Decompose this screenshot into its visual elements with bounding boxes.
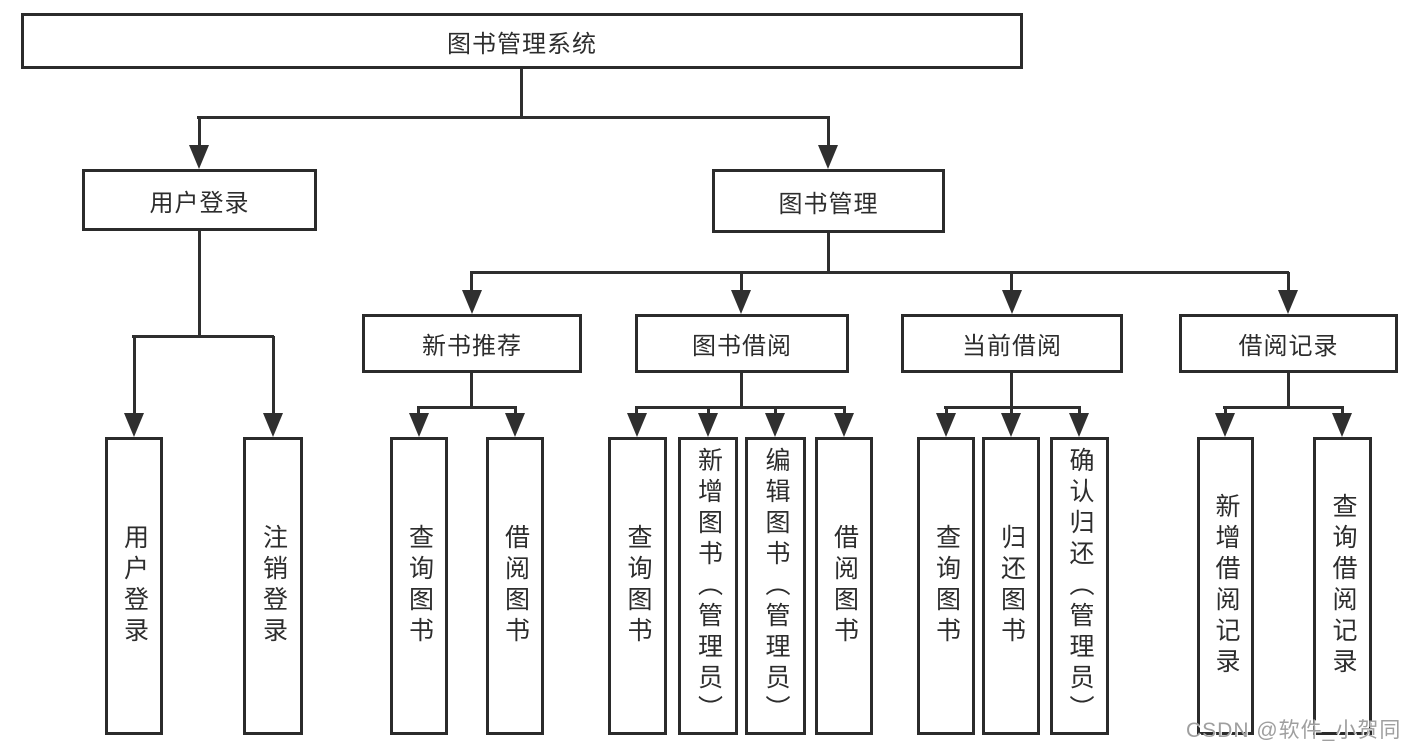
arrowhead-current-query: [936, 413, 956, 437]
leaf-edit-books-admin: 编辑图书（管理员）: [745, 437, 806, 735]
node-book-management: 图书管理: [712, 169, 945, 233]
leaf-add-borrow-record: 新增借阅记录: [1197, 437, 1254, 735]
connector-drop-recommend-query: [417, 407, 420, 417]
leaf-query-borrow-record: 查询借阅记录: [1313, 437, 1372, 735]
connector-drop-borrowing-add: [707, 407, 710, 417]
leaf-borrow-query-books-label: 查询图书: [624, 524, 652, 648]
connector-drop-user-login: [198, 117, 201, 149]
connector-current-stem: [1010, 373, 1013, 407]
arrowhead-book-management: [818, 145, 838, 169]
connector-borrowing-stem: [740, 373, 743, 407]
arrowhead-borrowing-add: [698, 413, 718, 437]
leaf-current-query-books-label: 查询图书: [932, 524, 961, 648]
node-book-management-label: 图书管理: [778, 190, 879, 218]
connector-records-stem: [1287, 373, 1290, 407]
connector-drop-borrowing-borrow: [843, 407, 846, 417]
arrowhead-user-login: [189, 145, 209, 169]
connector-root-stem: [520, 69, 523, 117]
arrowhead-leaf-logout: [263, 413, 283, 437]
connector-borrowing-rail: [635, 406, 846, 409]
leaf-logout: 注销登录: [243, 437, 303, 735]
connector-drop-recommend-borrow: [514, 407, 517, 417]
leaf-borrow-books-label: 借阅图书: [830, 524, 859, 648]
arrowhead-leaf-user-login: [124, 413, 144, 437]
leaf-add-books-admin: 新增图书（管理员）: [678, 437, 738, 735]
arrowhead-recommend-query: [409, 413, 429, 437]
node-new-book-recommend-label: 新书推荐: [422, 333, 522, 360]
connector-drop-records-query: [1341, 407, 1344, 417]
node-new-book-recommend: 新书推荐: [362, 314, 582, 373]
arrowhead-new-book-recommend: [462, 290, 482, 314]
arrowhead-records-query: [1332, 413, 1352, 437]
connector-book-management-stem: [827, 233, 830, 272]
leaf-recommend-query-books: 查询图书: [390, 437, 448, 735]
connector-drop-current-borrowing: [1010, 272, 1013, 294]
connector-drop-current-return: [1010, 407, 1013, 417]
leaf-current-query-books: 查询图书: [917, 437, 975, 735]
arrowhead-borrowing-edit: [765, 413, 785, 437]
leaf-add-books-admin-label: 新增图书（管理员）: [694, 446, 723, 726]
node-borrowing-records-label: 借阅记录: [1238, 333, 1339, 360]
connector-drop-book-management: [827, 117, 830, 149]
node-book-borrowing-label: 图书借阅: [692, 333, 792, 360]
arrowhead-records-add: [1215, 413, 1235, 437]
connector-book-management-rail: [470, 271, 1289, 274]
connector-root-rail: [197, 116, 830, 119]
node-user-login-label: 用户登录: [149, 189, 250, 217]
leaf-confirm-return-admin: 确认归还（管理员）: [1050, 437, 1109, 735]
leaf-recommend-borrow-books: 借阅图书: [486, 437, 544, 735]
connector-drop-leaf-user-login: [133, 336, 136, 416]
node-borrowing-records: 借阅记录: [1179, 314, 1398, 373]
leaf-borrow-books: 借阅图书: [815, 437, 873, 735]
arrowhead-borrowing-query: [627, 413, 647, 437]
connector-recommend-rail: [417, 406, 517, 409]
connector-drop-records-add: [1224, 407, 1227, 417]
node-user-login: 用户登录: [82, 169, 317, 231]
arrowhead-book-borrowing: [731, 290, 751, 314]
leaf-user-login: 用户登录: [105, 437, 163, 735]
arrowhead-current-return: [1001, 413, 1021, 437]
csdn-watermark: CSDN @软件_小贺同学: [1186, 719, 1402, 742]
connector-drop-borrowing-edit: [774, 407, 777, 417]
arrowhead-borrowing-borrow: [834, 413, 854, 437]
connector-drop-current-query: [945, 407, 948, 417]
leaf-recommend-borrow-books-label: 借阅图书: [501, 524, 530, 648]
node-current-borrowing: 当前借阅: [901, 314, 1123, 373]
leaf-query-borrow-record-label: 查询借阅记录: [1329, 493, 1357, 679]
connector-drop-book-borrowing: [740, 272, 743, 294]
leaf-edit-books-admin-label: 编辑图书（管理员）: [762, 446, 790, 726]
connector-drop-new-book-recommend: [470, 272, 473, 294]
leaf-recommend-query-books-label: 查询图书: [405, 524, 434, 648]
arrowhead-current-borrowing: [1002, 290, 1022, 314]
connector-drop-borrowing-query: [635, 407, 638, 417]
connector-drop-current-confirm: [1078, 407, 1081, 417]
leaf-return-books-label: 归还图书: [997, 524, 1026, 648]
connector-recommend-stem: [470, 373, 473, 407]
node-current-borrowing-label: 当前借阅: [962, 333, 1062, 360]
node-root-label: 图书管理系统: [447, 30, 597, 58]
node-root: 图书管理系统: [21, 13, 1023, 69]
connector-drop-borrowing-records: [1287, 272, 1290, 294]
leaf-add-borrow-record-label: 新增借阅记录: [1212, 493, 1240, 679]
leaf-confirm-return-admin-label: 确认归还（管理员）: [1066, 446, 1094, 726]
leaf-return-books: 归还图书: [982, 437, 1040, 735]
connector-user-login-stem: [198, 231, 201, 336]
node-book-borrowing: 图书借阅: [635, 314, 849, 373]
leaf-logout-label: 注销登录: [259, 524, 288, 648]
arrowhead-recommend-borrow: [505, 413, 525, 437]
leaf-user-login-label: 用户登录: [120, 524, 149, 648]
arrowhead-current-confirm: [1069, 413, 1089, 437]
connector-user-login-rail: [132, 335, 274, 338]
connector-drop-leaf-logout: [272, 336, 275, 416]
arrowhead-borrowing-records: [1278, 290, 1298, 314]
leaf-borrow-query-books: 查询图书: [608, 437, 667, 735]
connector-records-rail: [1223, 406, 1344, 409]
